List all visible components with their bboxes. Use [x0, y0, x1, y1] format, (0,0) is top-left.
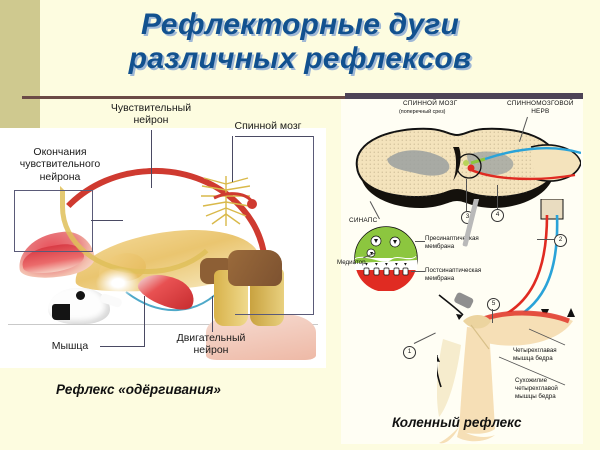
presynaptic-leader-line: [415, 241, 425, 242]
spinal-cord-callout-box: [235, 136, 314, 315]
label-muscle: Мышца: [51, 340, 89, 352]
label-postsynaptic-membrane: Постсинаптическая мембрана: [425, 267, 482, 282]
label-spinal-nerve: СПИННОМОЗГОВОЙ НЕРВ: [507, 100, 574, 115]
label-synapse: СИНАПС: [349, 217, 378, 224]
sensory-endings-callout-box: [14, 190, 93, 252]
kettle-handle: [52, 304, 70, 320]
marker-1: 1: [403, 346, 416, 359]
vertebra-shape-dark: [228, 250, 282, 286]
marker-4: 4: [491, 209, 504, 222]
label-quadriceps: Четырехглавая мышца бедра: [513, 347, 557, 362]
marker-3-leader-line: [466, 179, 467, 211]
spinal-cord-leader-line: [232, 136, 233, 182]
label-presynaptic-membrane: Пресинаптическая мембрана: [425, 235, 479, 250]
label-spinal-cord: Спинной мозг: [234, 120, 302, 132]
ground-line: [8, 324, 318, 325]
marker-2-leader-line: [537, 239, 554, 240]
marker-4-leader-line: [497, 185, 498, 209]
marker-5: 5: [487, 298, 500, 311]
motor-neuron-leader-line: [212, 296, 213, 332]
marker-1-leader-line: [413, 332, 436, 344]
marker-2: 2: [554, 234, 567, 247]
synapse-detail-diagram: [354, 226, 418, 291]
page-title-line-2: различных рефлексов: [128, 41, 472, 75]
withdrawal-reflex-illustration: [0, 128, 326, 368]
title-divider-rule: [22, 96, 578, 99]
page-title-line-1: Рефлекторные дуги: [140, 8, 460, 41]
interneuron-node-icon: [213, 192, 257, 209]
sensory-endings-leader-line: [91, 220, 123, 221]
knee-jerk-reflex-figure: СПИННОЙ МОЗГ (поперечный срез) СПИННОМОЗ…: [337, 99, 583, 444]
label-quadriceps-tendon: Сухожилие четырехглавой мышцы бедра: [515, 377, 558, 400]
spinal-cord-cross-section: [355, 127, 581, 209]
spinal-cord-fan-icon: [201, 176, 250, 226]
caption-knee-jerk-reflex: Коленный рефлекс: [392, 415, 522, 430]
decorative-band-left: [0, 0, 40, 128]
label-spinal-cord-subtitle: (поперечный срез): [399, 109, 446, 115]
postsynaptic-leader-line: [411, 271, 425, 272]
label-spinal-cord-right: СПИННОЙ МОЗГ: [403, 100, 458, 107]
muscle-leader-vertical: [144, 296, 145, 347]
spinal-cord-box-top: [235, 136, 313, 137]
decorative-band-top-right: [345, 93, 583, 99]
label-sensory-neuron: Чувствительный нейрон: [110, 102, 192, 127]
withdrawal-reflex-figure: Окончания чувствительного нейрона Чувств…: [0, 102, 326, 368]
label-mediator: Медиатор: [337, 259, 366, 266]
sensory-neuron-leader-line: [151, 130, 152, 188]
muscle-leader-horizontal: [100, 346, 144, 347]
label-sensory-endings: Окончания чувствительного нейрона: [19, 146, 101, 183]
marker-5-leader-line: [492, 309, 493, 323]
label-motor-neuron: Двигательный нейрон: [176, 332, 246, 357]
caption-withdrawal-reflex: Рефлекс «одёргивания»: [56, 382, 221, 397]
page-title: Рефлекторные дуги различных рефлексов: [0, 8, 600, 75]
reflex-pathway-and-leg: [437, 199, 575, 444]
kettle-knob: [76, 291, 85, 300]
